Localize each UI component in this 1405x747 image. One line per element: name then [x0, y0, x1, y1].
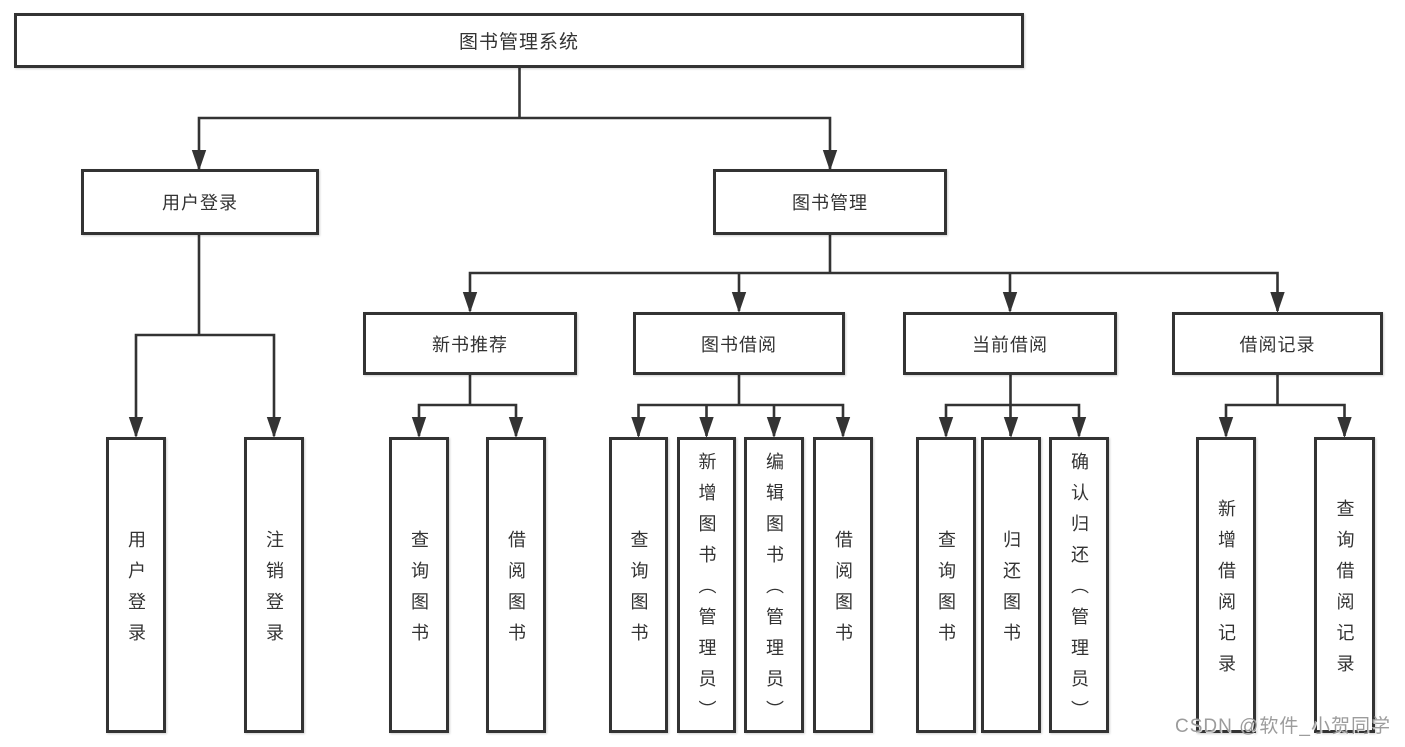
connector-bookmgmt-to-level3 [468, 235, 1279, 311]
leaf-query-books-recommend-label: 查询图书 [409, 529, 429, 654]
leaf-query-borrow-record-label: 查询借阅记录 [1334, 498, 1355, 685]
node-root-label: 图书管理系统 [458, 32, 579, 53]
leaf-edit-books-admin-label: 编辑图书（管理员） [764, 452, 784, 731]
node-current-borrowing: 当前借阅 [903, 312, 1117, 375]
leaf-query-books-current: 查询图书 [916, 437, 976, 733]
leaf-user-login: 用户登录 [106, 437, 166, 733]
connector-userlogin-to-leaves [134, 235, 276, 436]
csdn-watermark: CSDN @软件_小贺同学 [1175, 716, 1391, 737]
node-borrow-records-label: 借阅记录 [1239, 334, 1316, 355]
leaf-query-books-recommend: 查询图书 [389, 437, 449, 733]
node-book-management: 图书管理 [713, 169, 947, 235]
node-user-login-label: 用户登录 [162, 193, 238, 213]
leaf-logout-label: 注销登录 [264, 529, 284, 654]
leaf-return-books: 归还图书 [981, 437, 1041, 733]
node-current-borrowing-label: 当前借阅 [972, 334, 1048, 355]
connector-root-to-level2 [197, 68, 832, 169]
leaf-user-login-label: 用户登录 [126, 529, 146, 654]
leaf-query-books-borrow: 查询图书 [609, 437, 668, 733]
leaf-add-books-admin: 新增图书（管理员） [677, 437, 736, 733]
leaf-confirm-return-admin: 确认归还（管理员） [1049, 437, 1109, 733]
node-book-management-label: 图书管理 [792, 193, 868, 213]
leaf-add-books-admin-label: 新增图书（管理员） [696, 452, 717, 731]
connector-record-to-leaves [1224, 375, 1346, 436]
leaf-add-borrow-record-label: 新增借阅记录 [1216, 498, 1236, 685]
node-book-borrowing-label: 图书借阅 [701, 334, 777, 355]
node-borrow-records: 借阅记录 [1172, 312, 1383, 375]
arrowhead-icons [128, 150, 1352, 438]
leaf-borrow-books: 借阅图书 [813, 437, 873, 733]
connector-newbook-to-leaves [417, 375, 518, 436]
leaf-return-books-label: 归还图书 [1001, 529, 1021, 654]
leaf-add-borrow-record: 新增借阅记录 [1196, 437, 1256, 733]
leaf-confirm-return-admin-label: 确认归还（管理员） [1069, 452, 1089, 731]
node-new-book-recommend: 新书推荐 [363, 312, 577, 375]
node-book-borrowing: 图书借阅 [633, 312, 845, 375]
leaf-query-books-borrow-label: 查询图书 [628, 529, 649, 654]
leaf-query-books-current-label: 查询图书 [936, 529, 956, 654]
leaf-borrow-books-recommend-label: 借阅图书 [506, 529, 526, 654]
node-user-login: 用户登录 [81, 169, 319, 235]
leaf-edit-books-admin: 编辑图书（管理员） [744, 437, 804, 733]
leaf-borrow-books-label: 借阅图书 [833, 529, 853, 654]
leaf-query-borrow-record: 查询借阅记录 [1314, 437, 1375, 733]
leaf-borrow-books-recommend: 借阅图书 [486, 437, 546, 733]
connector-borrow-to-leaves [637, 375, 845, 436]
node-new-book-recommend-label: 新书推荐 [432, 334, 508, 355]
node-root: 图书管理系统 [14, 13, 1024, 68]
leaf-logout: 注销登录 [244, 437, 304, 733]
